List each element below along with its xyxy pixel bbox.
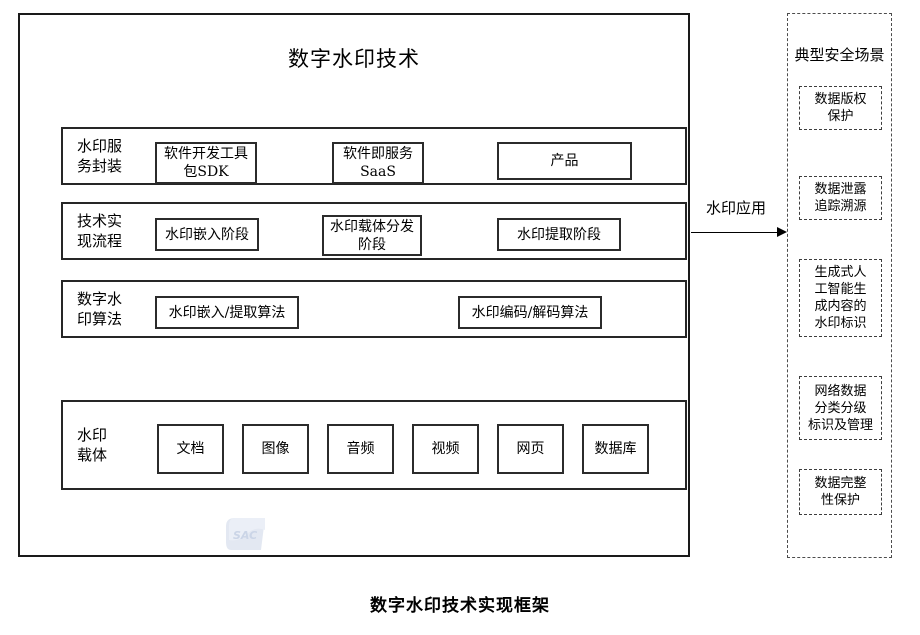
figure-caption: 数字水印技术实现框架 [370, 596, 550, 616]
typical-security-scenarios-panel: 典型安全场景 数据版权 保护 数据泄露 追踪溯源 生成式人 工智能生 成内容的 … [787, 13, 892, 558]
connector-arrow-line [691, 232, 781, 233]
layer-watermark-carriers: 水印 载体 文档 图像 音频 视频 网页 数据库 [61, 400, 687, 490]
svg-text:SAC: SAC [233, 529, 257, 542]
cell-carrier-document[interactable]: 文档 [157, 424, 224, 474]
connector-arrow-head [777, 227, 787, 237]
digital-watermark-framework-box: 数字水印技术 水印服 务封装 软件开发工具 包SDK 软件即服务 SaaS 产品… [18, 13, 690, 557]
scenario-data-integrity-protection[interactable]: 数据完整 性保护 [799, 469, 882, 515]
cell-saas[interactable]: 软件即服务 SaaS [332, 142, 424, 184]
layer-service-encapsulation: 水印服 务封装 软件开发工具 包SDK 软件即服务 SaaS 产品 [61, 127, 687, 185]
framework-title: 数字水印技术 [288, 47, 420, 71]
cell-embedding-stage[interactable]: 水印嵌入阶段 [155, 218, 259, 251]
scenario-data-copyright-protection[interactable]: 数据版权 保护 [799, 86, 882, 130]
cell-sdk[interactable]: 软件开发工具 包SDK [155, 142, 257, 184]
scenario-aigc-watermark-labeling[interactable]: 生成式人 工智能生 成内容的 水印标识 [799, 259, 882, 337]
cell-product[interactable]: 产品 [497, 142, 632, 180]
cell-extraction-stage[interactable]: 水印提取阶段 [497, 218, 621, 251]
layer-implementation-process: 技术实 现流程 水印嵌入阶段 水印载体分发 阶段 水印提取阶段 [61, 202, 687, 260]
connector-label-watermark-application: 水印应用 [705, 199, 766, 217]
cell-embed-extract-algorithm[interactable]: 水印嵌入/提取算法 [155, 296, 299, 329]
cell-encode-decode-algorithm[interactable]: 水印编码/解码算法 [458, 296, 602, 329]
layer-label-service-encapsulation: 水印服 务封装 [77, 137, 123, 175]
scenario-data-leak-tracing[interactable]: 数据泄露 追踪溯源 [799, 176, 882, 220]
cell-distribution-stage[interactable]: 水印载体分发 阶段 [322, 215, 422, 256]
sac-watermark-logo: SAC [226, 518, 265, 550]
scenario-network-data-classification[interactable]: 网络数据 分类分级 标识及管理 [799, 376, 882, 440]
cell-carrier-image[interactable]: 图像 [242, 424, 309, 474]
cell-carrier-video[interactable]: 视频 [412, 424, 479, 474]
cell-carrier-webpage[interactable]: 网页 [497, 424, 564, 474]
layer-label-implementation-process: 技术实 现流程 [77, 212, 123, 250]
layer-label-watermark-carriers: 水印 载体 [77, 426, 108, 464]
layer-label-watermark-algorithms: 数字水 印算法 [77, 290, 123, 328]
cell-carrier-audio[interactable]: 音频 [327, 424, 394, 474]
cell-carrier-database[interactable]: 数据库 [582, 424, 649, 474]
scenarios-panel-title: 典型安全场景 [794, 46, 885, 64]
layer-watermark-algorithms: 数字水 印算法 水印嵌入/提取算法 水印编码/解码算法 [61, 280, 687, 338]
